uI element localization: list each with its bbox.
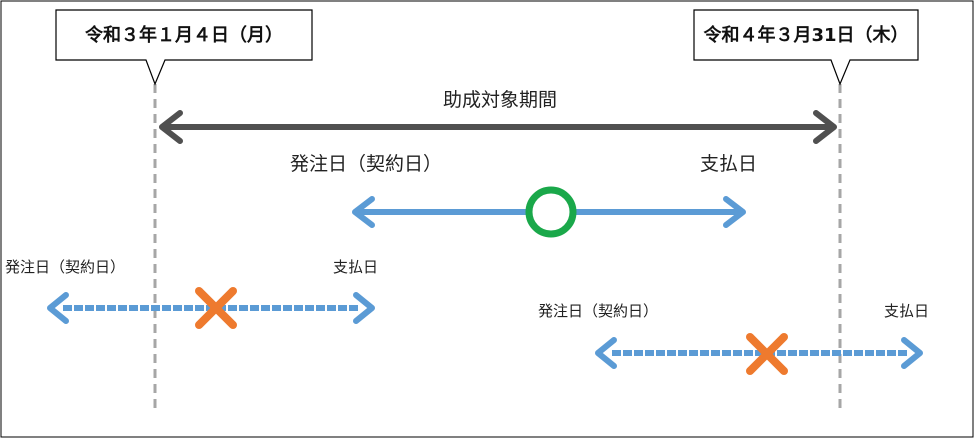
end-date-callout bbox=[693, 9, 919, 86]
cross-icon bbox=[195, 287, 237, 329]
start-date-label: 令和３年１月４日（月） bbox=[84, 24, 283, 46]
case3-arrow bbox=[595, 337, 923, 369]
circle-icon bbox=[525, 186, 577, 238]
diagram-frame bbox=[0, 0, 974, 438]
case1-order-label: 発注日（契約日） bbox=[290, 153, 442, 175]
end-date-label: 令和４年３月31日（木） bbox=[702, 24, 908, 46]
case1-payment-label: 支払日 bbox=[700, 153, 757, 175]
case3-order-label: 発注日（契約日） bbox=[538, 302, 658, 320]
period-label: 助成対象期間 bbox=[443, 89, 557, 111]
start-date-callout bbox=[55, 9, 313, 86]
case3-payment-label: 支払日 bbox=[884, 302, 929, 320]
case2-payment-label: 支払日 bbox=[333, 258, 378, 276]
case2-order-label: 発注日（契約日） bbox=[5, 258, 125, 276]
cross-icon bbox=[746, 333, 788, 375]
period-arrow bbox=[159, 110, 837, 144]
